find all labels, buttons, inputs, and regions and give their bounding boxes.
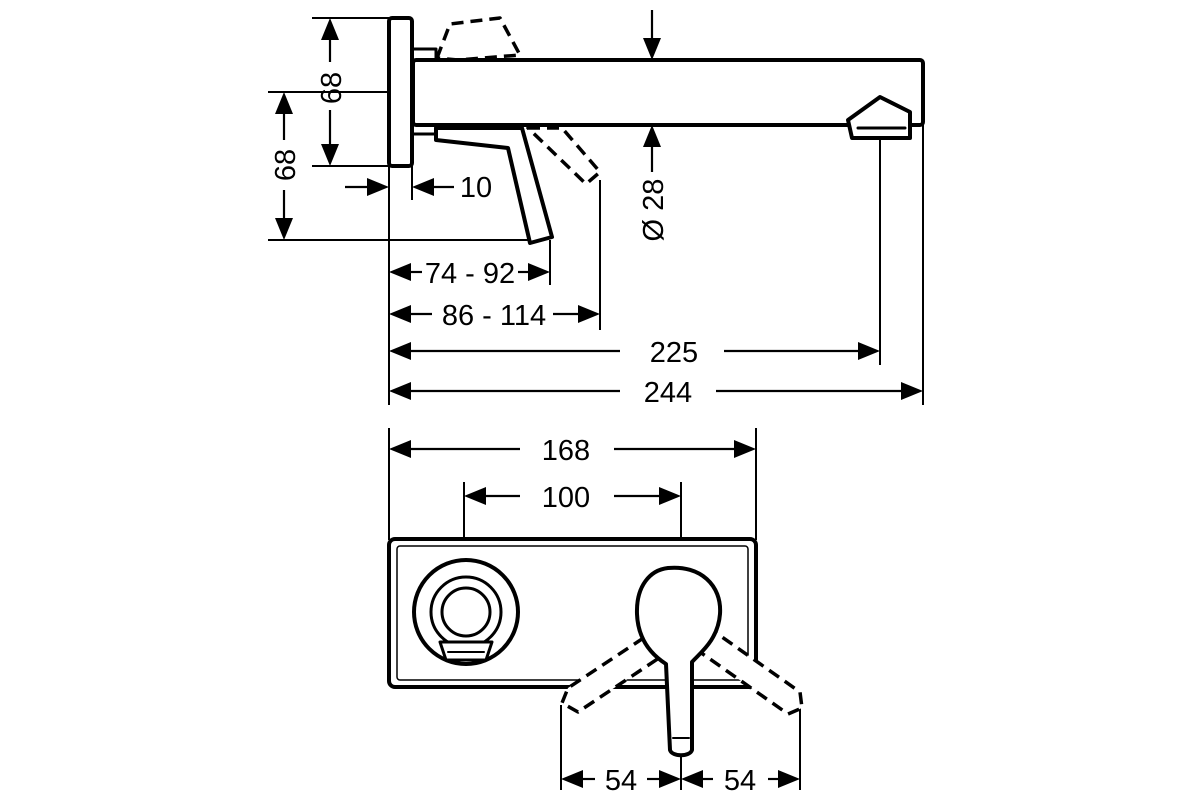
wall-plate-side [387,16,414,168]
dim-100: 100 [542,482,590,514]
dim-10: 10 [460,172,492,204]
handle-tilted-dashed [526,126,602,186]
spout-body [411,58,925,127]
dim-225: 225 [650,337,698,369]
diverter-rosette[interactable] [412,558,520,666]
dim-54-left: 54 [605,765,637,797]
dim-244: 244 [644,377,692,409]
front-view: 168 100 54 54 [387,428,804,797]
dim-54-right: 54 [724,765,756,797]
dim-diameter-28: Ø 28 [638,179,670,242]
connector-top [410,47,438,62]
dim-68-lower: 68 [270,149,302,181]
lever-handle-side [434,126,554,245]
dim-168: 168 [542,435,590,467]
side-view: 68 68 10 Ø 28 74 - 92 86 - 114 [268,10,925,409]
wall-plate-inner [396,545,749,681]
dim-86-114: 86 - 114 [442,300,546,332]
handle-raised-dashed [435,16,522,62]
dim-74-92: 74 - 92 [425,258,515,290]
lever-handle-front[interactable] [634,565,723,758]
diverter-knob-inner [440,586,492,638]
connector-bottom [410,123,438,136]
dim-68-upper: 68 [316,72,348,104]
